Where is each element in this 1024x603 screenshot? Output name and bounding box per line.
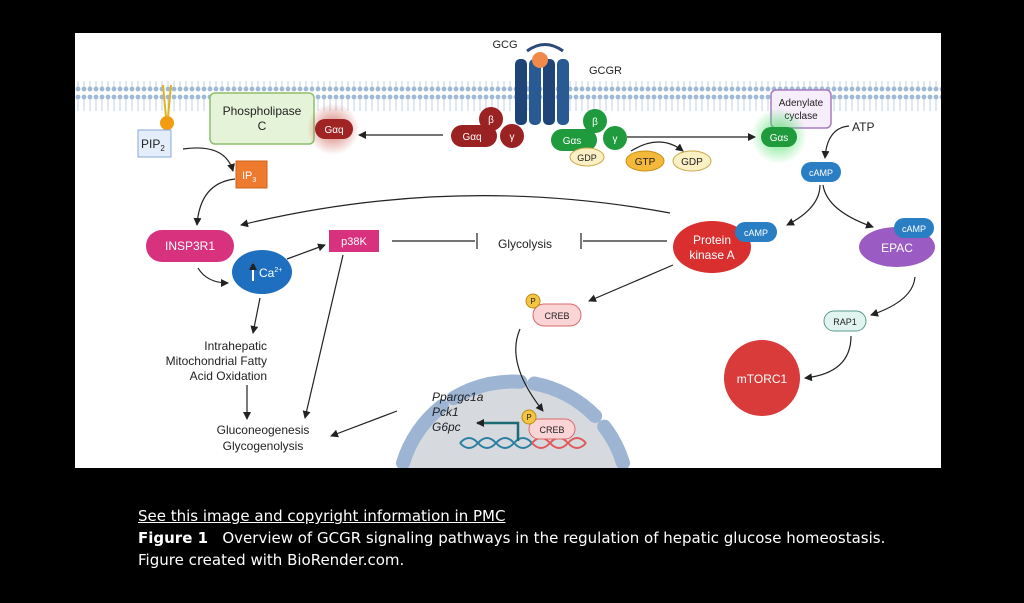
- arrow-pip2-to-ip3: [182, 147, 235, 172]
- mtorc1-label: mTORC1: [737, 372, 788, 386]
- gene-pck1: Pck1: [432, 405, 459, 419]
- arrow-ip3-to-insp3r1: [193, 178, 236, 226]
- creb-nuclear-phospho-node: [521, 409, 537, 425]
- camp-main-label: cAMP: [809, 168, 833, 178]
- ip3-box: [235, 160, 268, 189]
- pmc-copyright-link[interactable]: See this image and copyright information…: [138, 507, 506, 525]
- creb-node: [532, 303, 582, 327]
- arrow-pka-to-creb: [588, 264, 674, 302]
- camp-pka-node: [735, 222, 777, 242]
- creb-nuclear-label: CREB: [539, 425, 564, 435]
- gaq-beta-label: β: [488, 115, 494, 126]
- gas-active-label: Gαs: [770, 133, 789, 144]
- rap1-node: [823, 310, 867, 332]
- gdp-complex-node: [569, 147, 605, 167]
- gene-g6pc: G6pc: [432, 420, 461, 434]
- calcium-label: Ca2+: [259, 266, 282, 280]
- gaq-active-label: Gαq: [324, 125, 343, 136]
- fao-label-line1: Intrahepatic: [204, 339, 267, 353]
- plc-label-line1: Phospholipase: [223, 104, 302, 118]
- gaq-heterotrimer: [451, 107, 524, 148]
- gaq-complex-label: Gαq: [462, 132, 481, 143]
- gaq-gamma-label: γ: [510, 132, 515, 143]
- gaq-active-node: [315, 119, 353, 139]
- gtp-label: GTP: [635, 157, 656, 168]
- gng-label-line2: Glycogenolysis: [223, 439, 304, 453]
- creb-phospho-node: [525, 293, 541, 309]
- figure-caption: Figure 1 Overview of GCGR signaling path…: [138, 527, 898, 571]
- figure-caption-text: Overview of GCGR signaling pathways in t…: [138, 529, 886, 569]
- arrow-epac-to-rap1: [870, 276, 916, 317]
- gas-heterotrimer: [551, 109, 627, 151]
- gas-active-node: [761, 127, 797, 147]
- camp-epac-node: [894, 218, 934, 238]
- gdp-complex-label: GDP: [577, 153, 597, 163]
- pip2-label: PIP2: [141, 137, 165, 153]
- arrow-gtp-exchange: [630, 141, 684, 152]
- arrow-camp-to-pka: [786, 184, 821, 226]
- arrow-insp3r1-to-calcium: [197, 267, 229, 287]
- figure-caption-area: See this image and copyright information…: [138, 505, 898, 571]
- calcium-node: [232, 250, 292, 294]
- gas-beta-label: β: [592, 117, 598, 128]
- arrow-calcium-to-p38k: [286, 243, 326, 260]
- nucleus: [396, 374, 630, 468]
- creb-phospho-label: P: [530, 297, 535, 306]
- arrow-calcium-to-fao: [250, 297, 261, 334]
- pip2-anchor-icon: [160, 84, 174, 130]
- gtp-node: [625, 150, 665, 172]
- arrow-atp-to-camp: [821, 125, 850, 159]
- mtorc1-node: [724, 340, 800, 416]
- plc-label-line2: C: [258, 119, 267, 133]
- arrow-pka-to-insp3r1: [240, 195, 671, 228]
- camp-epac-label: cAMP: [902, 224, 926, 234]
- glycolysis-label: Glycolysis: [498, 237, 552, 251]
- figure-number: Figure 1: [138, 529, 209, 547]
- pathway-connectors: [182, 125, 916, 438]
- adenylate-label-line2: cyclase: [784, 111, 818, 122]
- creb-label: CREB: [544, 311, 569, 321]
- arrow-p38k-to-gng: [302, 254, 344, 419]
- gdp-label: GDP: [681, 157, 703, 168]
- pka-label-line2: kinase A: [689, 248, 734, 262]
- p38k-node: [329, 230, 379, 252]
- creb-nuclear-phospho-label: P: [526, 413, 531, 422]
- ip3-label: IP3: [242, 170, 256, 184]
- pka-label-line1: Protein: [693, 233, 731, 247]
- gas-gamma-label: γ: [613, 134, 618, 145]
- gcg-label: GCG: [492, 39, 517, 51]
- gas-complex-label: Gαs: [563, 136, 582, 147]
- gcg-ligand-icon: [532, 52, 548, 68]
- arrow-genes-to-gng: [330, 410, 398, 438]
- insp3r1-node: [146, 230, 234, 262]
- creb-nuclear-node: [528, 418, 576, 440]
- atp-label: ATP: [852, 120, 874, 134]
- epac-label: EPAC: [881, 241, 913, 255]
- pathway-figure: GCG GCGR PIP2 IP3 Phospholipase C Gαq Gα…: [75, 33, 941, 468]
- adenylate-label-line1: Adenylate: [779, 98, 824, 109]
- gdp-node: [672, 150, 712, 172]
- insp3r1-label: INSP3R1: [165, 239, 215, 253]
- fao-label-line2: Mitochondrial Fatty: [166, 354, 267, 368]
- rap1-label: RAP1: [833, 317, 857, 327]
- gng-label-line1: Gluconeogenesis: [217, 423, 310, 437]
- gene-ppargc1a: Ppargc1a: [432, 390, 484, 404]
- arrow-creb-to-nucleus: [515, 328, 544, 412]
- fao-label-line3: Acid Oxidation: [190, 369, 267, 383]
- camp-pka-label: cAMP: [744, 228, 768, 238]
- arrow-camp-to-epac: [822, 184, 874, 229]
- pip2-box: [137, 129, 172, 158]
- pka-node: [673, 221, 751, 273]
- camp-main-node: [801, 162, 841, 182]
- p38k-label: p38K: [341, 236, 367, 248]
- pathway-diagram: GCG GCGR PIP2 IP3 Phospholipase C Gαq Gα…: [75, 39, 941, 468]
- arrow-rap1-to-mtorc1: [804, 335, 852, 382]
- gcgr-receptor-icon: [515, 43, 569, 125]
- transcription-arrow: [476, 419, 520, 441]
- gcgr-label: GCGR: [589, 65, 622, 77]
